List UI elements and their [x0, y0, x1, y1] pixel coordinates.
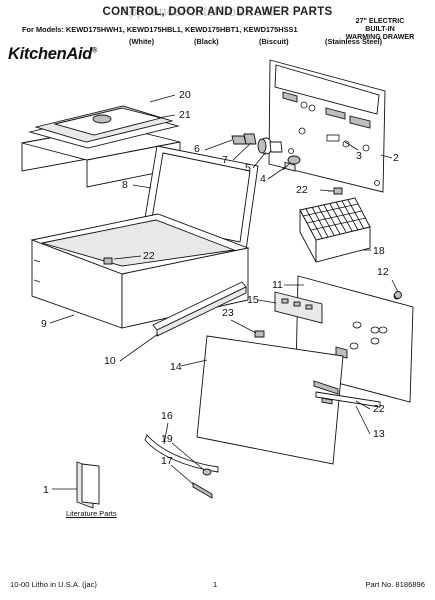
literature-parts-label: Literature Parts — [66, 509, 117, 518]
product-line-1: 27" ELECTRIC — [355, 17, 405, 25]
callout-11: 11 — [272, 279, 283, 291]
callout-12: 12 — [377, 266, 389, 278]
hinge-bracket — [313, 380, 381, 408]
callout-18: 18 — [373, 245, 385, 257]
brand-mark: ® — [92, 47, 97, 55]
callout-16: 16 — [161, 410, 173, 422]
callout-17: 17 — [161, 455, 173, 467]
footer-litho: 10-00 Litho in U.S.A. (jac) — [10, 580, 97, 589]
callout-23: 23 — [222, 307, 234, 319]
screw-drawer — [103, 257, 113, 265]
callout-1: 1 — [43, 484, 49, 496]
footer-page-number: 1 — [213, 580, 218, 589]
color-white: (White) — [129, 37, 155, 46]
page-title: CONTROL, DOOR AND DRAWER PARTS — [102, 6, 333, 18]
callout-14: 14 — [170, 361, 182, 373]
callout-8: 8 — [122, 179, 128, 191]
leader-lines — [49, 94, 399, 490]
control-knobs — [231, 133, 301, 171]
door-handle — [144, 434, 219, 473]
model-list: For Models: KEWD175HWH1, KEWD175HBL1, KE… — [22, 25, 298, 34]
callout-22-upper: 22 — [296, 184, 308, 196]
wire-rack — [299, 197, 371, 263]
callout-20: 20 — [179, 89, 191, 101]
handle-end-cap — [192, 482, 213, 499]
drawer-box — [30, 213, 250, 329]
callout-19: 19 — [161, 433, 173, 445]
door-bumper — [394, 291, 402, 299]
callout-9: 9 — [41, 318, 47, 330]
callout-3: 3 — [356, 150, 362, 162]
callout-5: 5 — [245, 162, 251, 174]
brand-logo: KitchenAid® — [8, 45, 97, 64]
callout-22-lower: 22 — [373, 403, 385, 415]
callout-2: 2 — [393, 152, 399, 164]
callout-22-drawer: 22 — [143, 250, 155, 262]
brand-name: KitchenAid — [8, 45, 93, 63]
callout-4: 4 — [260, 173, 266, 185]
color-stainless: (Stainless Steel) — [325, 37, 383, 46]
watermark: AppliancePartsPros.com — [120, 3, 274, 19]
drawer-slide — [152, 281, 247, 337]
callout-7: 7 — [222, 154, 228, 166]
color-black: (Black) — [194, 37, 219, 46]
handle-screw — [202, 468, 212, 476]
product-line: 27" ELECTRIC BUILT-IN WARMING DRAWER — [340, 17, 420, 41]
product-line-3: WARMING DRAWER — [345, 33, 415, 41]
screw-23 — [254, 330, 265, 338]
footer-part-number: Part No. 8186896 — [365, 580, 425, 589]
callout-15: 15 — [247, 294, 259, 306]
product-line-2: BUILT-IN — [365, 25, 395, 33]
door-outer-panel — [196, 335, 344, 465]
callout-6: 6 — [194, 143, 200, 155]
literature-booklet — [76, 461, 100, 509]
callout-13: 13 — [373, 428, 385, 440]
callout-21: 21 — [179, 109, 191, 121]
control-panel — [268, 59, 386, 193]
color-biscuit: (Biscuit) — [259, 37, 289, 46]
callout-10: 10 — [104, 355, 116, 367]
